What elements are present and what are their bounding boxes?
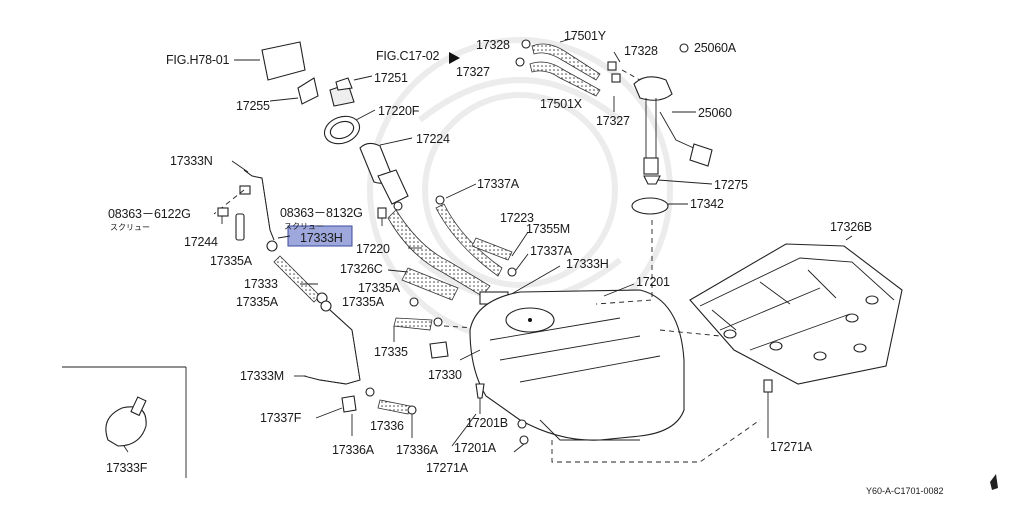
part-label[interactable]: 17201 — [636, 275, 670, 289]
part-label[interactable]: 17201A — [454, 441, 497, 455]
reference-code: Y60-A-C1701-0082 — [866, 486, 944, 496]
fuel-tank — [459, 283, 685, 441]
fuel-pump — [633, 76, 713, 175]
part-label[interactable]: 17355M — [526, 222, 570, 236]
part-label[interactable]: 17335A — [210, 254, 253, 268]
part-label[interactable]: 17335A — [236, 295, 279, 309]
part-label[interactable]: 17326B — [830, 220, 872, 234]
breather-tube — [435, 203, 503, 277]
part-label[interactable]: 17333N — [170, 154, 213, 168]
part-label[interactable]: 17328 — [476, 38, 510, 52]
fuel-filter — [235, 213, 245, 241]
hose-assembly-left — [213, 160, 275, 241]
pump-gasket — [631, 197, 669, 215]
part-label[interactable]: 08363－8132G — [280, 206, 363, 220]
part-label[interactable]: 08363－6122G — [108, 207, 191, 221]
corner-mark-icon — [990, 474, 998, 490]
pipe-17333m — [294, 309, 361, 385]
part-label[interactable]: 17201B — [466, 416, 508, 430]
part-label[interactable]: 17335A — [358, 281, 401, 295]
clip-17337a-top — [435, 195, 445, 205]
part-label-highlighted[interactable]: 17333H — [300, 231, 343, 245]
part-label[interactable]: 17327 — [596, 114, 630, 128]
part-label[interactable]: 25060 — [698, 106, 732, 120]
fig-ref-h78[interactable]: FIG.H78-01 — [166, 53, 230, 67]
part-label[interactable]: 17275 — [714, 178, 748, 192]
part-label[interactable]: 17271A — [770, 440, 813, 454]
filler-cap — [329, 75, 373, 107]
part-label[interactable]: 17337A — [530, 244, 573, 258]
part-label[interactable]: 17333 — [244, 277, 278, 291]
part-label[interactable]: 17501X — [540, 97, 583, 111]
corrugated-hose — [401, 267, 459, 301]
part-label[interactable]: 17335 — [374, 345, 408, 359]
part-17330 — [429, 341, 449, 359]
bracket-17255 — [297, 77, 319, 105]
hose-17333 — [273, 255, 321, 303]
part-label[interactable]: 17336A — [332, 443, 375, 457]
part-label[interactable]: 17244 — [184, 235, 218, 249]
part-labels: FIG.H78-01 FIG.C17-02 17501Y 17328 17328… — [106, 29, 944, 496]
fig-ref-c17[interactable]: FIG.C17-02 — [376, 49, 440, 63]
filler-ring — [323, 109, 376, 145]
part-label[interactable]: 17328 — [624, 44, 658, 58]
shield-plate — [234, 41, 306, 81]
part-label[interactable]: 17220F — [378, 104, 420, 118]
note-screw: スクリュー — [110, 223, 150, 232]
note-screw: スクリュー — [284, 222, 324, 231]
hose-17355m — [471, 237, 513, 261]
part-label[interactable]: 17342 — [690, 197, 724, 211]
skid-plate — [689, 235, 903, 385]
part-label[interactable]: 17333H — [566, 257, 609, 271]
hose-17336 — [377, 399, 411, 415]
hose-17501y — [531, 43, 601, 81]
part-label[interactable]: 17224 — [416, 132, 450, 146]
part-label[interactable]: 17327 — [456, 65, 490, 79]
part-label[interactable]: 17333M — [240, 369, 284, 383]
part-label[interactable]: 17337A — [477, 177, 520, 191]
arrow-left-icon — [449, 52, 460, 64]
part-label[interactable]: 17336 — [370, 419, 404, 433]
part-label[interactable]: 17501Y — [564, 29, 607, 43]
hose-17335 — [393, 317, 433, 331]
bolt-6122g — [217, 207, 229, 224]
part-label[interactable]: 17223 — [500, 211, 534, 225]
hose-17501x — [529, 61, 601, 97]
part-label[interactable]: 17337F — [260, 411, 302, 425]
part-label[interactable]: 17326C — [340, 262, 383, 276]
part-label[interactable]: 17333F — [106, 461, 148, 475]
part-label[interactable]: 17271A — [426, 461, 469, 475]
part-label[interactable]: 17251 — [374, 71, 408, 85]
part-label[interactable]: 17255 — [236, 99, 270, 113]
part-label[interactable]: 17335A — [342, 295, 385, 309]
part-label[interactable]: 17330 — [428, 368, 462, 382]
part-label[interactable]: 25060A — [694, 41, 737, 55]
filler-neck — [359, 137, 413, 205]
part-label[interactable]: 17220 — [356, 242, 390, 256]
inset-box — [62, 366, 187, 478]
part-label[interactable]: 17336A — [396, 443, 439, 457]
